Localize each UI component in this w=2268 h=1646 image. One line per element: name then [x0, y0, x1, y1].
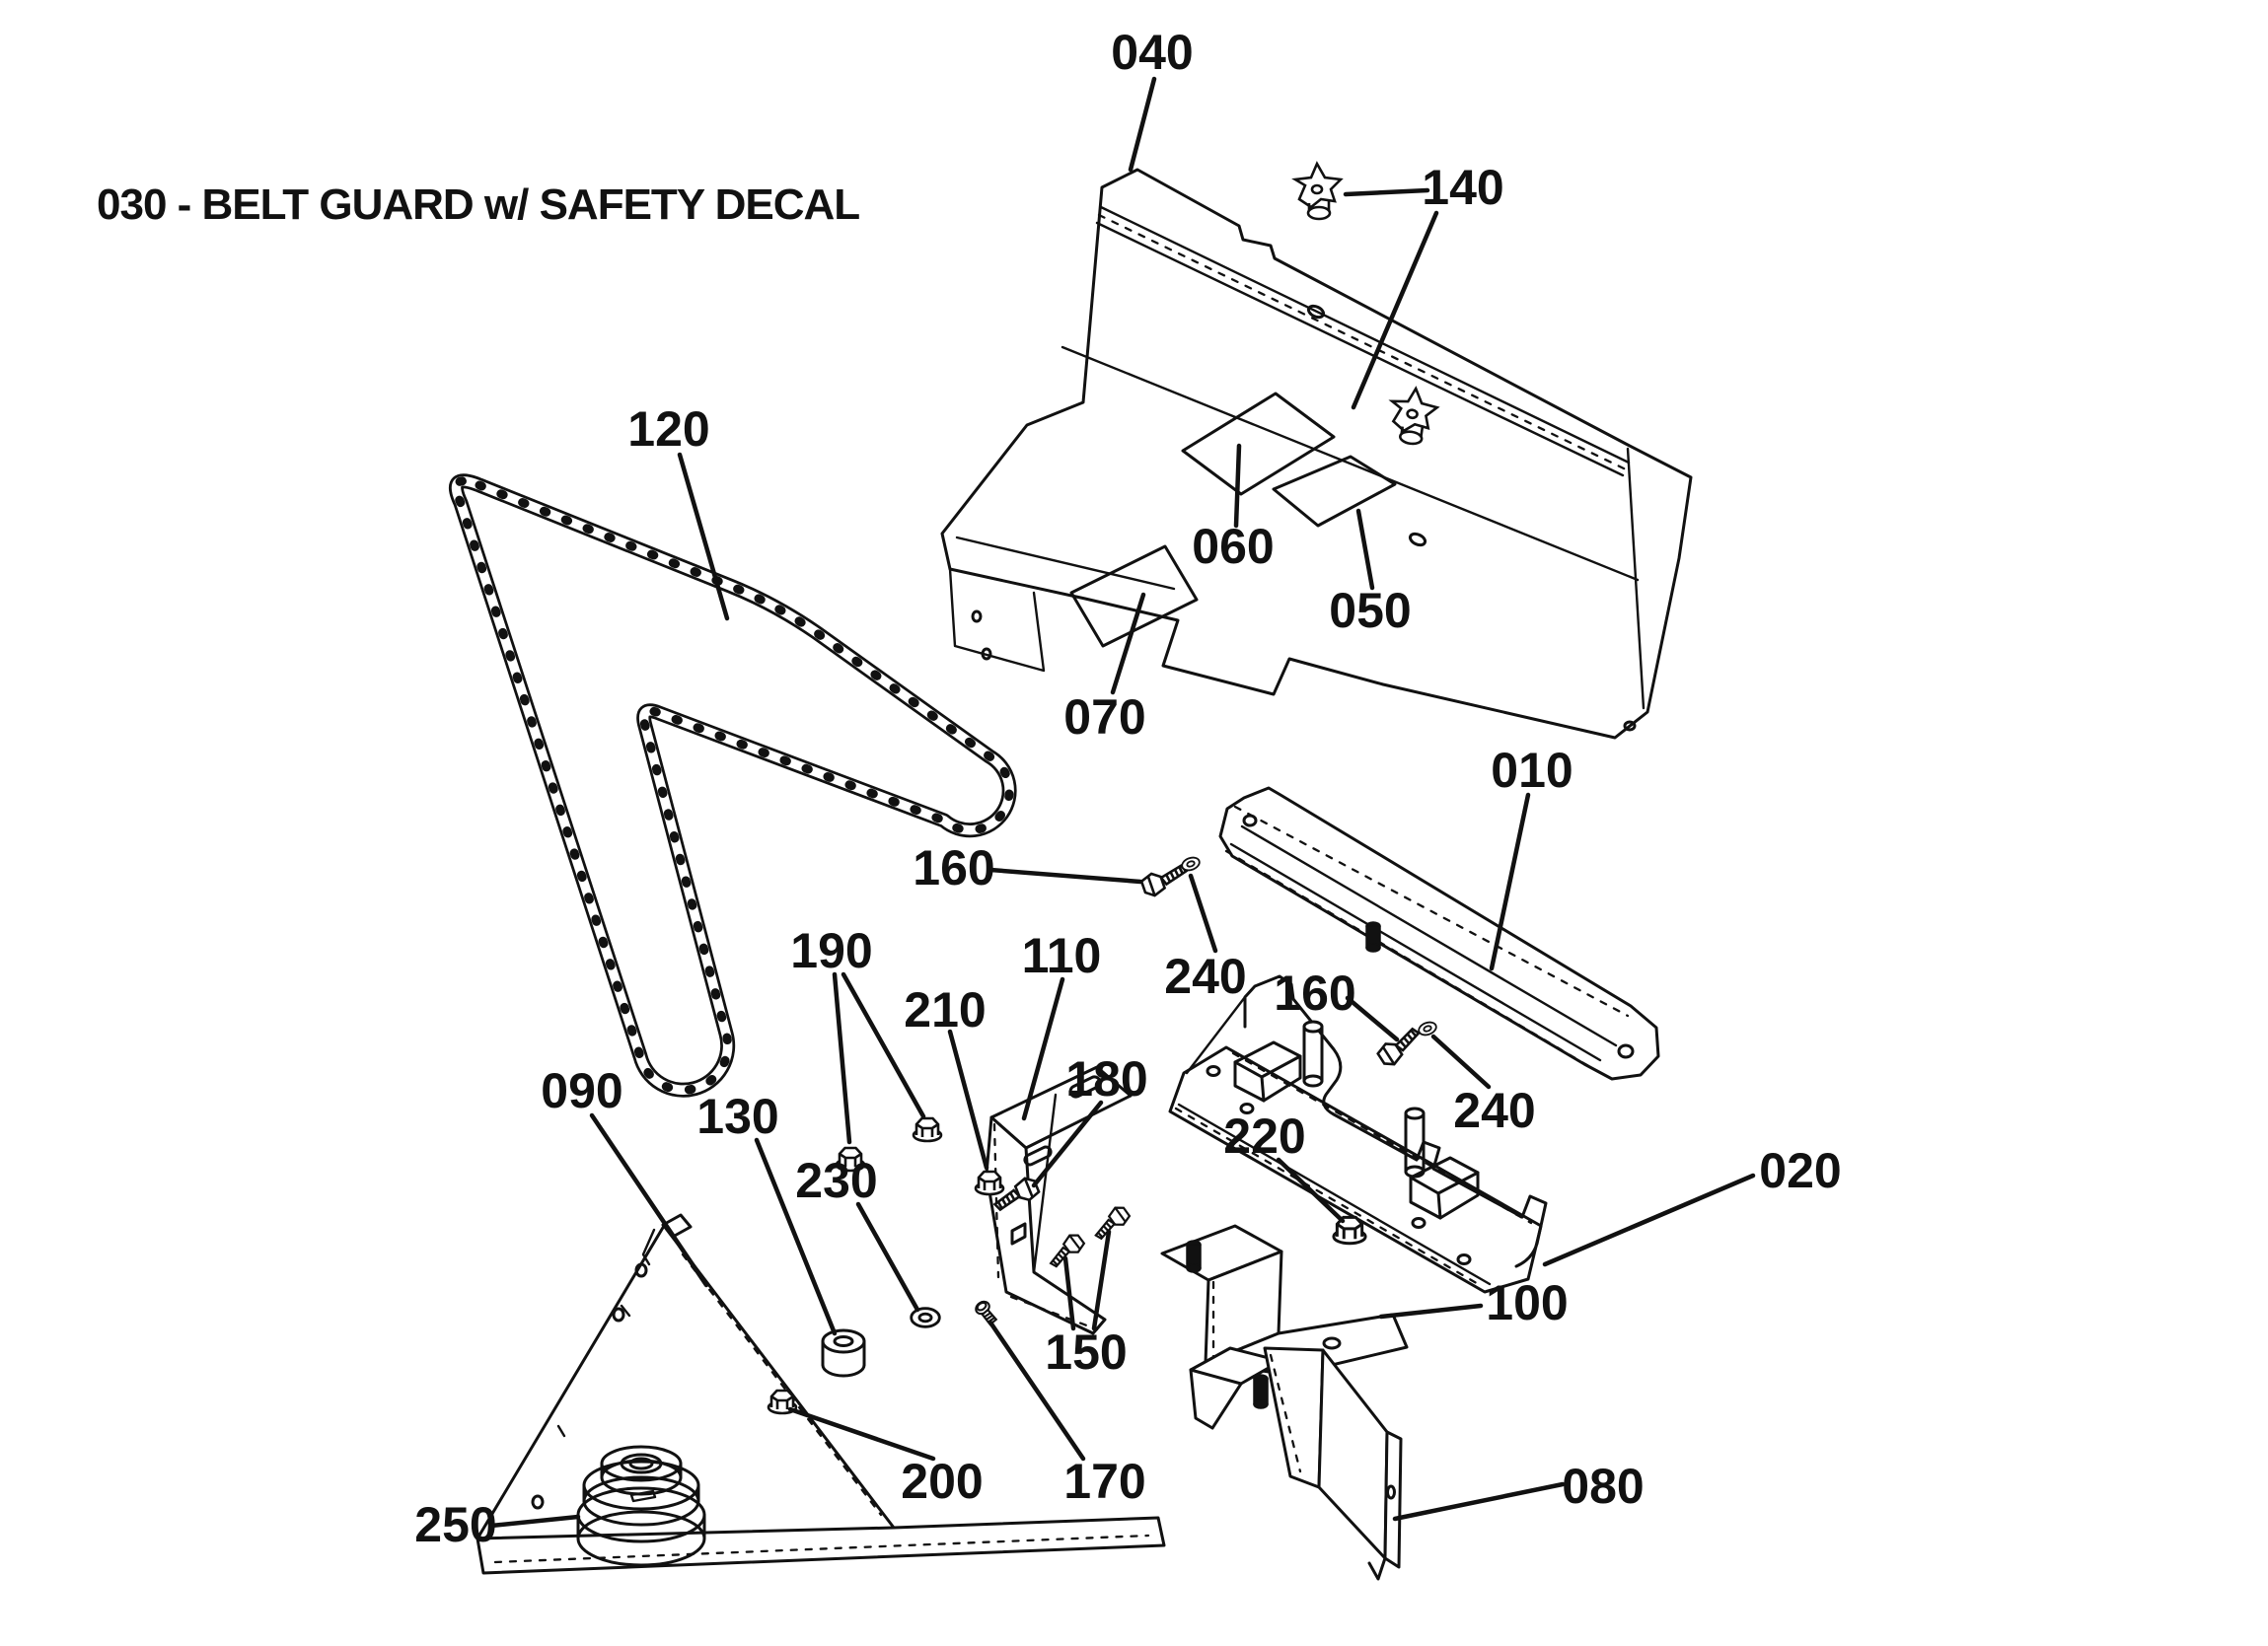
part-140-knob-lower [1385, 384, 1441, 449]
callout-010: 010 [1491, 743, 1573, 798]
guard-hole [1408, 532, 1427, 547]
part-080-lower-guard [1189, 1346, 1403, 1581]
callout-110: 110 [1022, 928, 1102, 983]
callout-170: 170 [1063, 1454, 1145, 1509]
leader-line-140 [1351, 210, 1439, 410]
part-120-belt [449, 473, 1017, 1098]
part-220-nut [1332, 1215, 1367, 1246]
callout-200: 200 [901, 1454, 983, 1509]
leader-line-120 [677, 452, 730, 621]
leader-line-170 [988, 1320, 1086, 1462]
weldment-latch-b [1409, 1156, 1480, 1220]
leader-line-200 [787, 1406, 936, 1462]
callout-240: 240 [1164, 949, 1246, 1004]
bar-stud [1365, 921, 1381, 953]
callout-240: 240 [1453, 1083, 1535, 1138]
part-140-knob-upper [1293, 162, 1343, 221]
part-230-washer [910, 1307, 941, 1328]
part-210-nut [974, 1170, 1005, 1196]
leader-line-250 [488, 1514, 581, 1529]
part-250-pulley [576, 1445, 706, 1567]
weldment-latch-a [1233, 1040, 1302, 1103]
leader-line-130 [754, 1137, 838, 1336]
leader-line-220 [1276, 1157, 1346, 1224]
callout-040: 040 [1111, 25, 1193, 80]
leader-line-190 [832, 971, 852, 1145]
leader-line-190 [841, 971, 926, 1119]
part-040-belt-guard [940, 168, 1693, 740]
callout-190: 190 [790, 923, 872, 978]
leader-line-090 [589, 1112, 709, 1288]
part-060-decal [1181, 392, 1336, 496]
weldment-plate [1168, 1045, 1543, 1294]
part-190-nut-b [912, 1116, 943, 1143]
diagram-title: 030 - BELT GUARD w/ SAFETY DECAL [97, 180, 859, 229]
callout-090: 090 [541, 1063, 622, 1118]
callout-140: 140 [1422, 160, 1503, 215]
part-130-spacer [821, 1328, 866, 1378]
callout-120: 120 [627, 401, 709, 457]
leader-line-240 [1188, 873, 1218, 954]
callout-070: 070 [1063, 689, 1145, 745]
leader-line-070 [1110, 592, 1146, 695]
leader-line-160 [988, 867, 1143, 885]
callout-layer: 040 140 060 050 070 120 010 160 240 190 210 110 180 1… [414, 25, 1841, 1552]
callout-210: 210 [904, 982, 986, 1038]
leader-line-060 [1233, 443, 1242, 529]
callout-130: 130 [696, 1089, 778, 1144]
leader-line-010 [1489, 792, 1531, 971]
leader-line-040 [1128, 76, 1157, 173]
callout-100: 100 [1486, 1275, 1568, 1330]
part-170-screw [972, 1298, 1000, 1328]
leader-line-050 [1355, 508, 1375, 591]
weldment-pin-a [1302, 1020, 1324, 1088]
callout-020: 020 [1759, 1143, 1841, 1198]
diagram-line-art [449, 162, 1693, 1581]
callout-180: 180 [1065, 1051, 1147, 1107]
part-050-decal [1272, 455, 1397, 528]
leader-line-230 [855, 1201, 920, 1313]
callout-230: 230 [795, 1153, 877, 1208]
lower-guard-stud [1253, 1374, 1269, 1409]
leader-line-180 [1031, 1100, 1104, 1188]
callout-250: 250 [414, 1497, 496, 1552]
leader-line-100 [1378, 1303, 1484, 1320]
part-090-triangle-plate [476, 1213, 1166, 1575]
z-bracket-stud [1186, 1240, 1202, 1273]
leader-line-150 [1091, 1229, 1112, 1331]
callout-220: 220 [1223, 1109, 1305, 1164]
part-010-support-bar [1218, 786, 1660, 1081]
part-160-bolt-b [1374, 1024, 1427, 1070]
callout-050: 050 [1329, 583, 1411, 638]
callout-160: 160 [1274, 966, 1355, 1021]
bar-outline [1218, 786, 1660, 1081]
part-020-mount-weldment [1168, 974, 1548, 1294]
guard-hole [1306, 304, 1326, 320]
leader-line-160 [1345, 995, 1400, 1042]
guard-outline [940, 168, 1693, 740]
leader-line-150 [1062, 1255, 1076, 1331]
leader-line-210 [947, 1029, 989, 1171]
leader-line-240 [1430, 1034, 1492, 1090]
triangle-outline [476, 1224, 896, 1540]
weldment-pin-b [1404, 1107, 1426, 1179]
callout-060: 060 [1192, 519, 1274, 574]
leader-line-140 [1343, 187, 1430, 197]
leader-line-080 [1392, 1481, 1566, 1522]
leader-line-020 [1542, 1173, 1756, 1267]
leader-line-110 [1021, 976, 1065, 1121]
part-240-washer-b [1416, 1019, 1439, 1038]
callout-080: 080 [1562, 1459, 1644, 1514]
part-070-decal [1069, 544, 1199, 648]
callout-150: 150 [1045, 1324, 1127, 1380]
idler-bracket-face [985, 1115, 1107, 1335]
callout-160: 160 [913, 840, 994, 895]
